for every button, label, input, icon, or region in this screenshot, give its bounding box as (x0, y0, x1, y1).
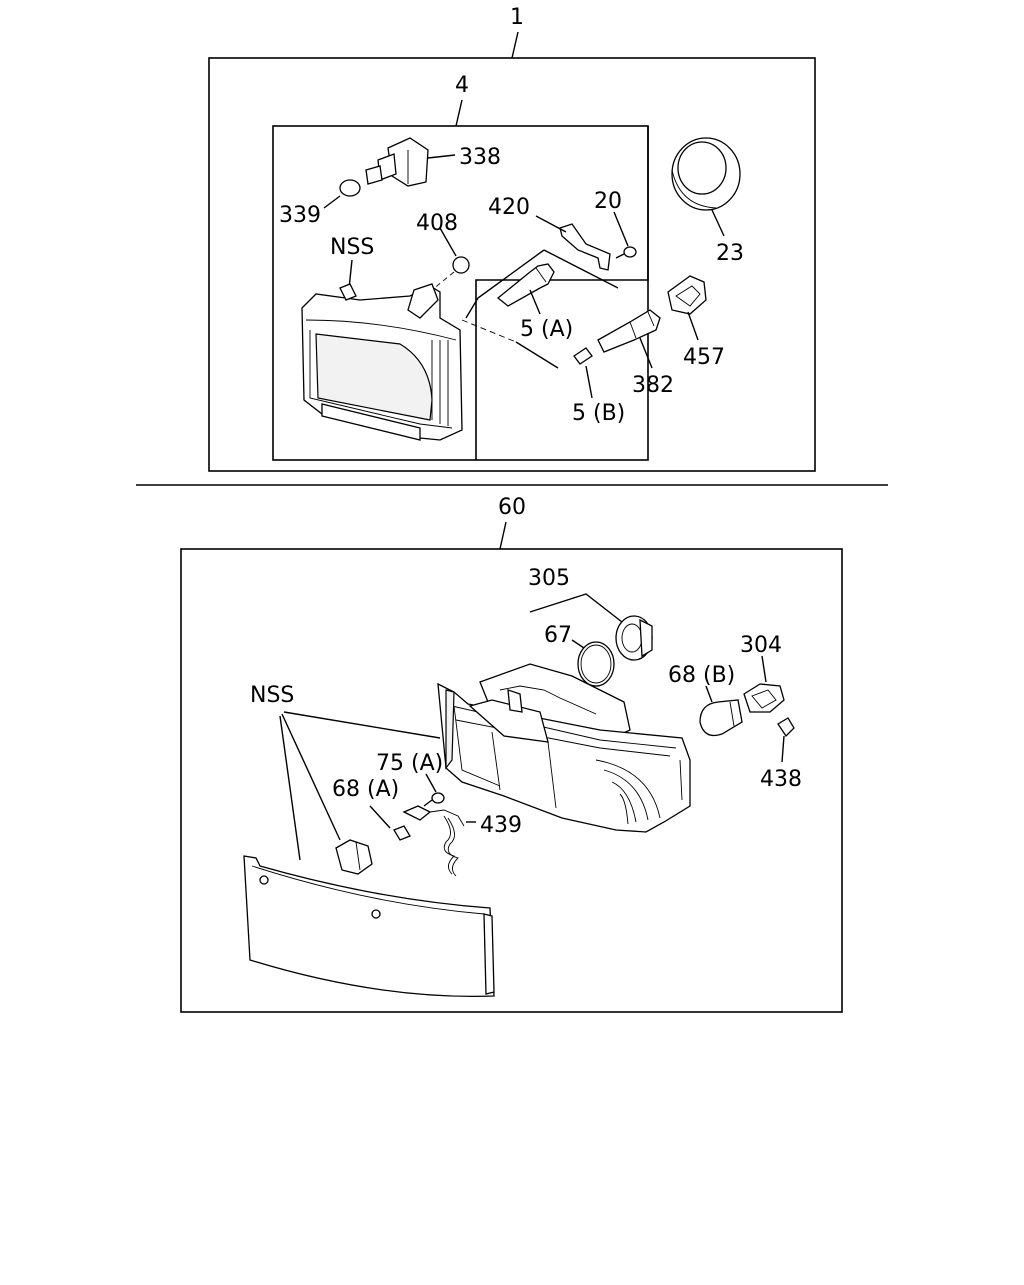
harness-439 (402, 805, 465, 877)
leader-68b (705, 685, 713, 703)
lamp-housing-bottom (437, 663, 691, 833)
leader-68a (369, 805, 391, 829)
cap-305 (615, 615, 653, 661)
label-nss-bottom: NSS (250, 683, 294, 708)
leader-305 (529, 593, 623, 623)
label-382: 382 (632, 373, 674, 398)
o-ring-339 (339, 179, 361, 197)
label-304: 304 (740, 633, 782, 658)
leader-5a (529, 289, 541, 315)
part-438 (777, 717, 795, 738)
subassembly-frame-4 (272, 125, 649, 461)
leader-304 (761, 655, 767, 683)
leader-457 (687, 311, 699, 341)
label-408: 408 (416, 211, 458, 236)
nut-408 (452, 256, 470, 274)
bottom-section: 60 305 67 304 68 (B) (180, 495, 843, 1013)
ring-23 (671, 137, 741, 211)
leader-nss-lens (279, 715, 301, 861)
bracket-line-5a-upper (543, 249, 619, 289)
label-5b: 5 (B) (572, 401, 625, 426)
assembly-frame-1 (208, 57, 816, 472)
socket-382 (597, 309, 661, 353)
leader-67 (571, 639, 585, 649)
label-67: 67 (544, 623, 572, 648)
leader-438 (781, 735, 785, 763)
label-5a: 5 (A) (520, 317, 573, 342)
frame-notch-edge (475, 126, 649, 460)
label-68a: 68 (A) (332, 777, 399, 802)
bulb-68a (393, 825, 411, 841)
label-nss-top: NSS (330, 235, 374, 260)
bulb-5b (573, 347, 593, 365)
bulb-68b (699, 699, 743, 737)
leader-5b (585, 365, 593, 399)
assembly-label-1: 1 (510, 5, 524, 30)
label-339: 339 (279, 203, 321, 228)
label-438: 438 (760, 767, 802, 792)
leader-20 (613, 211, 629, 247)
o-ring-67 (577, 641, 615, 687)
leader-nss-housing (283, 711, 441, 739)
leader-assembly-60 (499, 521, 507, 550)
leader-382 (639, 337, 653, 369)
frame-notch-mask (476, 286, 646, 458)
leader-nss-bulb (281, 713, 341, 841)
bracket-line-5b (515, 341, 559, 369)
assembly-frame-60 (180, 548, 843, 1013)
switch-338 (365, 137, 429, 187)
subassembly-label-4: 4 (455, 73, 469, 98)
bracket-420 (559, 223, 611, 271)
leader-338 (427, 154, 456, 159)
o-ring-67-inner (580, 644, 612, 684)
screw-20 (615, 246, 637, 259)
screw-75a (423, 792, 445, 807)
label-305: 305 (528, 566, 570, 591)
leader-assembly-1 (511, 31, 519, 59)
label-75a: 75 (A) (376, 751, 443, 776)
top-section: 1 4 338 339 NSS 408 (208, 5, 816, 472)
assembly-label-60: 60 (498, 495, 526, 520)
bulb-5a (496, 263, 555, 307)
label-439: 439 (480, 813, 522, 838)
label-457: 457 (683, 345, 725, 370)
leader-408 (439, 227, 457, 257)
lamp-housing-top (301, 283, 463, 441)
socket-holder-457 (667, 275, 707, 315)
socket-304 (743, 683, 785, 713)
label-23: 23 (716, 241, 744, 266)
leader-339 (323, 195, 341, 209)
leader-420 (535, 215, 567, 233)
label-20: 20 (594, 189, 622, 214)
label-420: 420 (488, 195, 530, 220)
leader-75a (425, 773, 437, 793)
socket-68a (335, 839, 373, 875)
label-338: 338 (459, 145, 501, 170)
bracket-line-5a (465, 249, 545, 319)
label-68b: 68 (B) (668, 663, 735, 688)
lens-panel (243, 855, 495, 997)
leader-subassembly-4 (455, 99, 463, 127)
guide-408 (431, 271, 455, 291)
leader-23 (711, 209, 725, 237)
